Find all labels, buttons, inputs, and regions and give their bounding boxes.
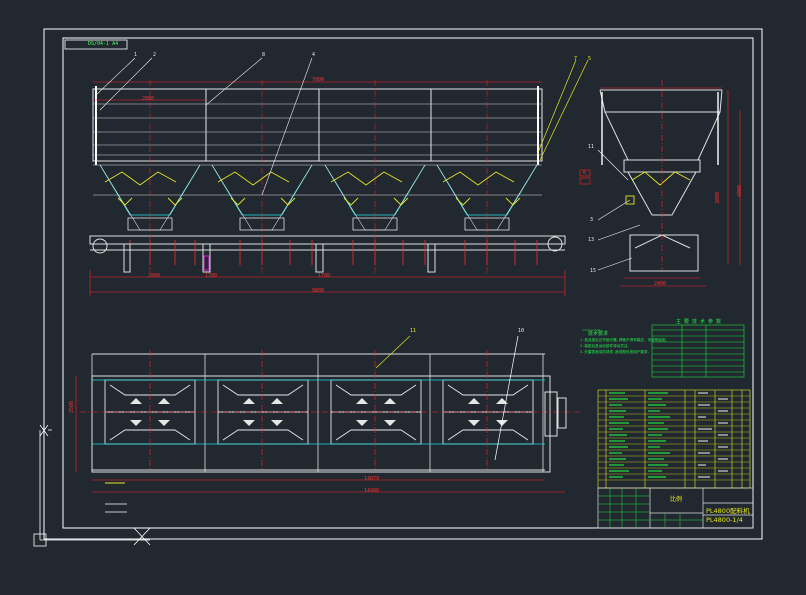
dim-side-height: 3800 xyxy=(715,191,722,205)
corner-tag-box xyxy=(64,39,128,50)
balloon-side-3: 3 xyxy=(590,217,594,223)
drawing-number: PL4800-1/4 xyxy=(706,516,743,524)
dim-front-overall-top: 7800 xyxy=(312,77,325,83)
gate-mechanisms xyxy=(104,171,521,206)
drawing-frame xyxy=(43,28,763,540)
note-line-3: 3.外露表面涂防锈漆,面漆颜色按用户要求. xyxy=(580,350,650,354)
balloon-4: 4 xyxy=(312,52,316,58)
dim-side-width: 2400 xyxy=(654,281,667,287)
dim-front-sub-3: 1780 xyxy=(318,273,331,279)
belt-conveyor xyxy=(89,235,566,254)
ucs-icon xyxy=(33,424,151,547)
parts-list-entries xyxy=(609,392,670,478)
balloon-1: 1 xyxy=(134,52,138,58)
side-dimension-lines xyxy=(600,80,741,287)
dim-plan-left: 2500 xyxy=(69,400,76,414)
balloon-2: 2 xyxy=(153,52,157,58)
balloon-side-6: 6 xyxy=(583,170,587,176)
side-elevation xyxy=(579,80,741,287)
product-name: PL4800配料机 xyxy=(706,507,750,515)
spec-table-title: 主 要 技 术 参 数 xyxy=(676,319,722,325)
balloon-8: 8 xyxy=(262,52,266,58)
plan-dimension-lines xyxy=(75,376,565,493)
balloon-plan-11: 11 xyxy=(410,328,417,334)
note-line-1: 1.各连接处应牢固可靠,焊缝不得有裂纹、夹渣等缺陷. xyxy=(580,338,668,342)
dim-front-sub-1: 2800 xyxy=(148,273,161,279)
front-dimension-lines xyxy=(89,81,566,296)
balloon-side-13: 13 xyxy=(588,237,595,243)
hopper-outlines xyxy=(99,164,538,216)
dim-plan-width: 14879 xyxy=(364,476,380,482)
title-block xyxy=(597,487,754,529)
balloon-7: 7 xyxy=(574,56,578,62)
dim-front-bin-span: 2880 xyxy=(142,96,155,102)
title-block-grid xyxy=(598,488,703,528)
balloon-plan-10: 10 xyxy=(518,328,525,334)
parts-list-values xyxy=(698,392,728,478)
balloon-5: 5 xyxy=(588,56,592,62)
dim-front-overall-bottom: 9800 xyxy=(312,288,325,294)
front-elevation xyxy=(89,57,589,296)
scale-label: 比例 xyxy=(670,496,683,503)
balloon-side-15: 15 xyxy=(590,268,597,274)
corner-tag: DS/04-1 A4 xyxy=(88,41,119,47)
note-line-2: 2.装配后各运动部件转动灵活. xyxy=(580,344,630,348)
dim-side-total: 4000 xyxy=(737,184,744,198)
notes-title: 技术要求 xyxy=(588,331,609,337)
dim-plan-total: 14900 xyxy=(364,488,380,494)
plan-view xyxy=(75,335,580,493)
spec-table xyxy=(651,324,745,378)
balloon-side-11: 11 xyxy=(588,144,595,150)
parts-list-rows xyxy=(598,395,750,481)
dim-front-sub-2: 1780 xyxy=(205,273,218,279)
